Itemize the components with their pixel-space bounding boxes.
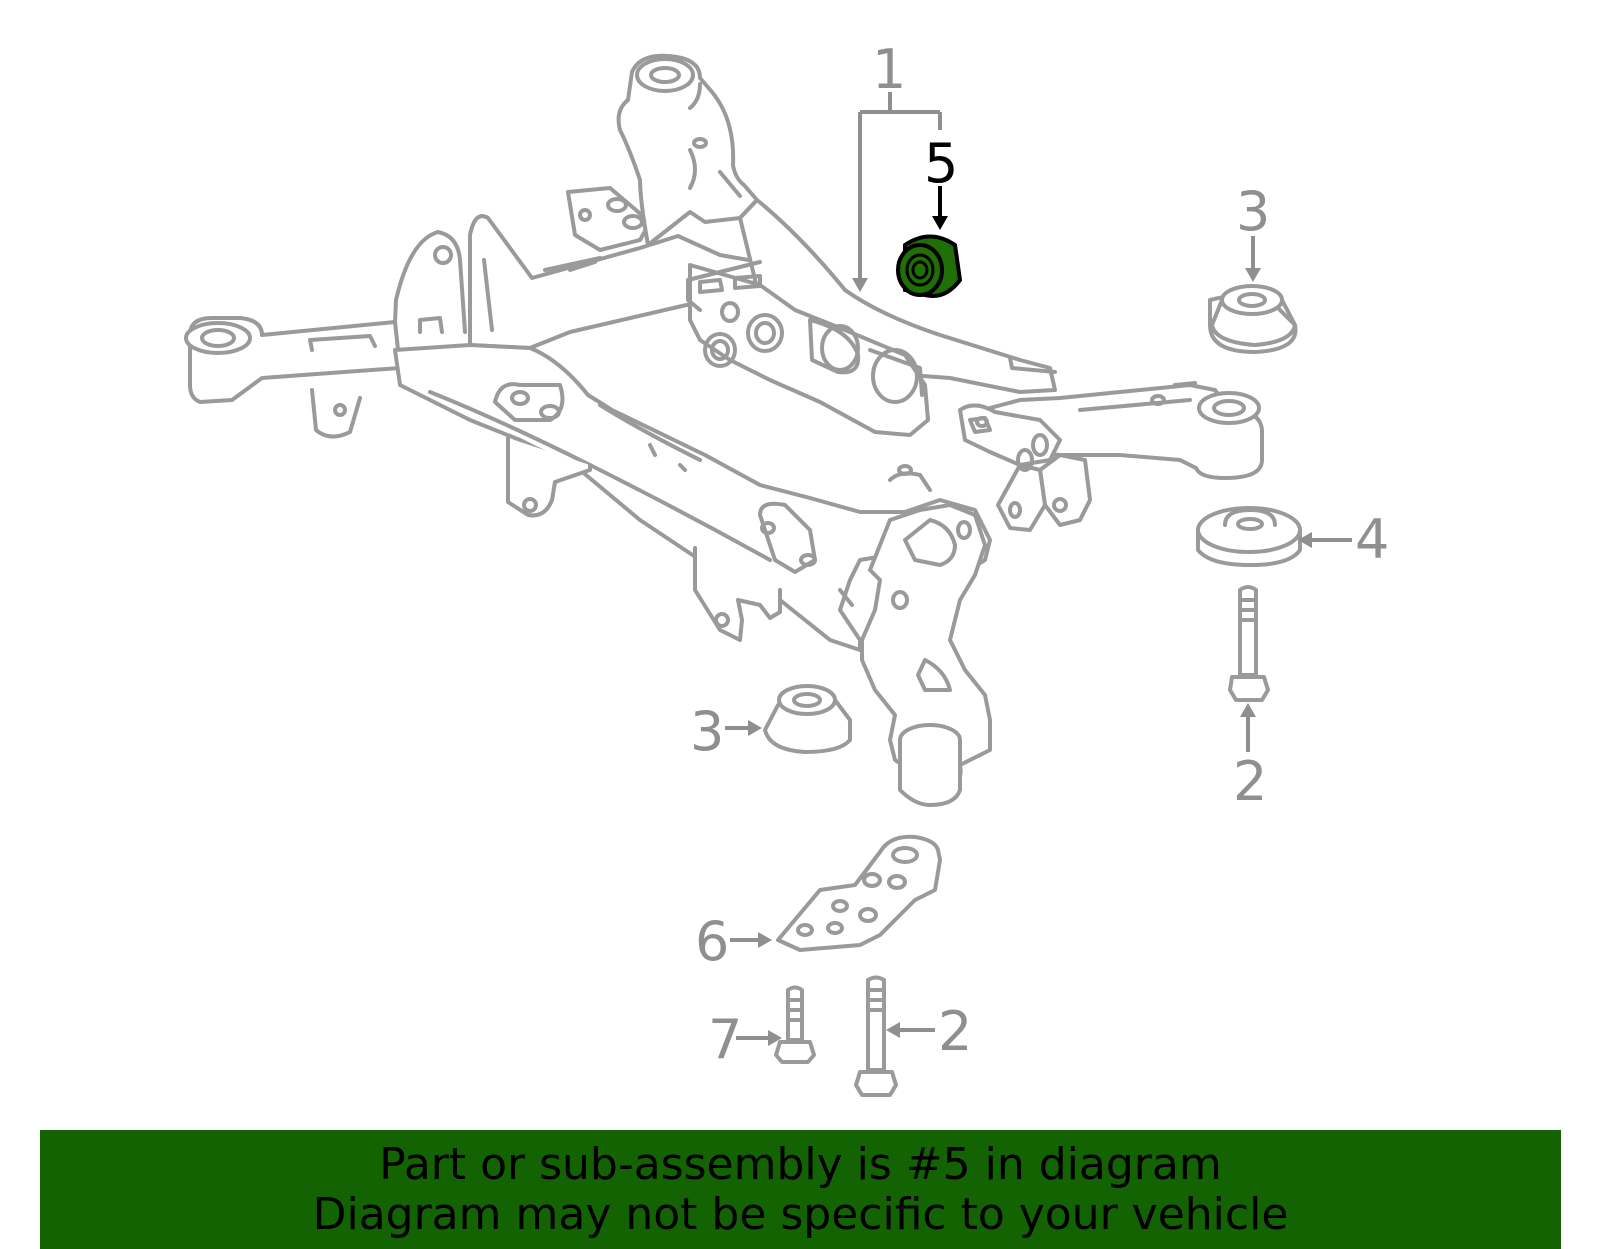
callout-5: 5	[924, 132, 958, 195]
callout-4: 4	[1355, 508, 1389, 571]
callout-6: 6	[695, 910, 729, 973]
rear-subframe-drawing	[184, 53, 1264, 807]
bolt-part-2-bottom	[854, 975, 898, 1097]
banner-line-2: Diagram may not be specific to your vehi…	[312, 1189, 1289, 1240]
parts-diagram: 1 5 3 4 2 3 6 7 2	[184, 38, 1389, 1097]
callout-3-upper: 3	[1236, 180, 1270, 243]
bushing-part-5[interactable]	[896, 234, 963, 298]
bolt-part-2-right	[1228, 585, 1270, 702]
callout-3-lower: 3	[690, 700, 724, 763]
callout-1: 1	[872, 38, 906, 101]
callout-2-right: 2	[1233, 750, 1267, 813]
banner-line-1: Part or sub-assembly is #5 in diagram	[379, 1139, 1222, 1190]
callout-7: 7	[708, 1008, 742, 1071]
bolt-part-7	[774, 985, 816, 1064]
callout-2-bottom: 2	[938, 1000, 972, 1063]
notice-banner: Part or sub-assembly is #5 in diagram Di…	[40, 1130, 1561, 1249]
washer-part-4	[1196, 506, 1302, 567]
mount-cushion-part-3-lower	[763, 684, 852, 754]
leader-lines	[725, 92, 1352, 1046]
mount-cushion-part-3-upper	[1208, 284, 1298, 354]
bracket-part-6	[776, 834, 942, 952]
